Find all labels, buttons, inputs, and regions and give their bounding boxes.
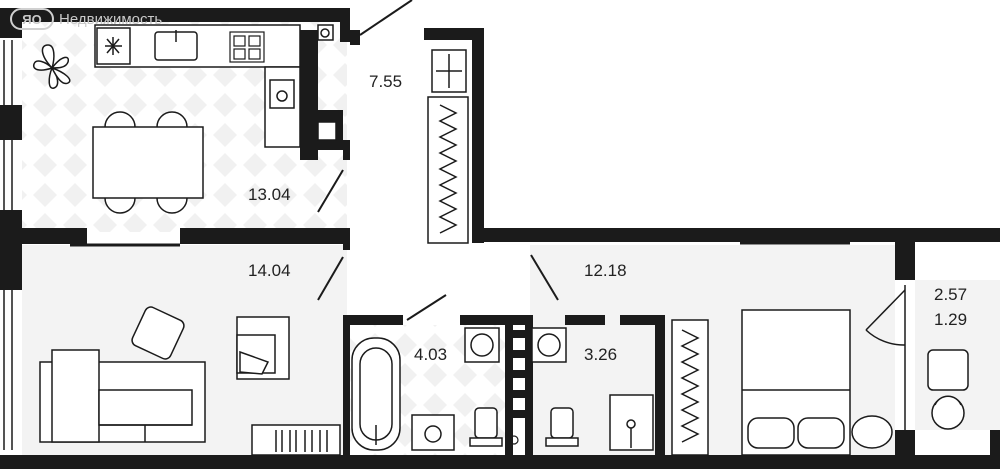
dining-table-icon (92, 111, 204, 214)
bookshelf-icon (251, 424, 341, 456)
balcony-furniture-icon (927, 349, 969, 430)
shower-icon (609, 394, 654, 451)
balcony-door-icon (865, 285, 906, 430)
bathroom-toilet-icon (469, 407, 503, 447)
bed-icon (741, 309, 851, 456)
bedroom-wardrobe-icon (671, 319, 709, 456)
sink-icon (154, 30, 198, 61)
door-lines (317, 0, 559, 321)
oven-icon (317, 121, 337, 141)
balcony-area-label: 2.57 (934, 285, 968, 304)
watermark-text: Недвижимость (59, 10, 163, 28)
hall-wardrobe-icon (427, 96, 469, 244)
bathtub-icon (351, 337, 401, 451)
sofa-icon (39, 349, 206, 443)
kitchen-area-label: 13.04 (248, 185, 291, 204)
toilet-icon (545, 407, 579, 447)
living-room-area-label: 14.04 (248, 261, 291, 280)
armchair-icon (236, 316, 290, 380)
bathroom-sink-icon (411, 414, 455, 451)
ottoman-icon (131, 306, 185, 360)
fridge-icon (96, 27, 131, 65)
balcony-reduced-area-label: 1.29 (934, 310, 968, 329)
windows (3, 40, 850, 450)
shoe-cabinet-icon (431, 49, 467, 93)
walls (0, 8, 1000, 469)
watermark: ЯО Недвижимость (10, 8, 162, 30)
stove-icon (229, 31, 265, 63)
pouf-icon (851, 415, 893, 449)
bedroom-area-label: 12.18 (584, 261, 627, 280)
toilet-washer-icon (531, 327, 567, 363)
service-shaft-icon (509, 330, 525, 445)
bathroom-area-label: 4.03 (414, 345, 448, 364)
watermark-logo: ЯО (10, 8, 54, 30)
toilet-area-label: 3.26 (584, 345, 618, 364)
plant-icon (32, 44, 71, 89)
dishwasher-icon (269, 79, 295, 109)
hall-area-label: 7.55 (369, 72, 403, 91)
washing-machine-icon (464, 327, 500, 363)
